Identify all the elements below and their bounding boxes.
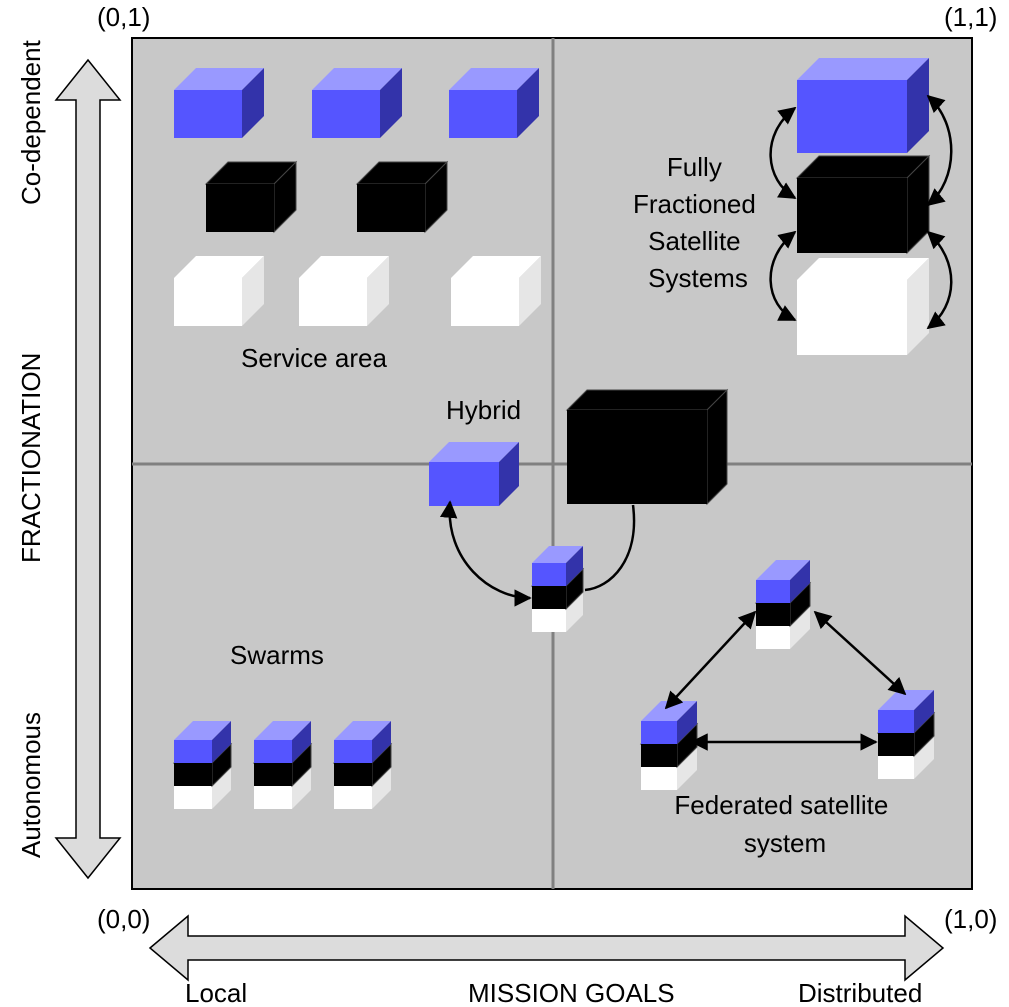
x-axis-double-arrow xyxy=(148,914,945,982)
swarm-satellite-1 xyxy=(172,721,233,809)
federated-satellite-top xyxy=(754,560,812,649)
swarms-label: Swarms xyxy=(230,640,324,670)
fully-fractioned-label: Fully Fractioned Satellite Systems xyxy=(633,152,763,293)
fractioned-arrow-right-lower xyxy=(926,230,953,330)
y-axis-top-label: Co-dependent xyxy=(16,39,46,205)
hybrid-stack-blue-layer xyxy=(532,546,583,586)
corner-label-top-right: (1,1) xyxy=(944,2,997,32)
service-block-blue-1 xyxy=(174,68,264,138)
service-area-label: Service area xyxy=(241,343,387,373)
federated-line-1: Federated satellite xyxy=(674,790,888,820)
service-block-black-1 xyxy=(204,160,298,234)
fractioned-block-white xyxy=(797,258,929,355)
corner-label-bottom-left: (0,0) xyxy=(97,904,150,934)
fractioned-block-black xyxy=(795,154,931,255)
federated-label: Federated satellite system xyxy=(674,790,895,858)
service-block-blue-2 xyxy=(312,68,402,138)
fractioned-arrow-left-lower xyxy=(769,230,797,322)
hybrid-arrow-blue-to-stack xyxy=(439,500,532,607)
fully-fractioned-line-2: Fractioned xyxy=(633,189,756,219)
federated-satellite-left xyxy=(639,701,699,790)
y-axis-title: FRACTIONATION xyxy=(16,353,46,563)
swarm-satellite-2 xyxy=(252,721,313,809)
service-block-white-3 xyxy=(451,256,541,326)
federated-arrow-top-left xyxy=(664,610,757,710)
hybrid-block-blue xyxy=(429,442,519,506)
fully-fractioned-line-3: Satellite xyxy=(648,226,741,256)
fully-fractioned-line-4: Systems xyxy=(648,263,748,293)
hybrid-label: Hybrid xyxy=(446,395,521,425)
y-axis-bottom-label: Autonomous xyxy=(16,712,46,858)
swarm-satellite-1-blue-layer xyxy=(174,721,231,763)
fractioned-block-blue xyxy=(797,58,929,153)
corner-label-top-left: (0,1) xyxy=(97,2,150,32)
hybrid-line-black-to-stack xyxy=(584,504,636,592)
federated-arrow-top-right xyxy=(813,610,907,696)
service-block-blue-3 xyxy=(449,68,539,138)
y-axis-double-arrow xyxy=(54,58,122,880)
federated-satellite-top-blue-layer xyxy=(756,560,810,603)
x-axis-title: MISSION GOALS xyxy=(468,978,675,1007)
federated-line-2: system xyxy=(744,828,826,858)
federated-satellite-right xyxy=(876,690,936,779)
hybrid-block-black xyxy=(565,388,729,506)
swarm-satellite-3 xyxy=(332,721,393,809)
x-axis-left-label: Local xyxy=(185,978,247,1007)
hybrid-stack xyxy=(530,546,585,632)
connector-arrows xyxy=(439,94,953,751)
x-axis-right-label: Distributed xyxy=(798,978,922,1007)
fully-fractioned-line-1: Fully xyxy=(667,152,722,182)
fractioned-arrow-right-upper xyxy=(926,94,953,207)
service-block-white-1 xyxy=(174,256,264,326)
service-block-white-2 xyxy=(299,256,389,326)
swarm-satellite-3-blue-layer xyxy=(334,721,391,763)
federated-satellite-right-blue-layer xyxy=(878,690,934,733)
fractioned-arrow-left-upper xyxy=(769,106,797,200)
corner-label-bottom-right: (1,0) xyxy=(944,904,997,934)
service-block-black-2 xyxy=(355,160,449,234)
swarm-satellite-2-blue-layer xyxy=(254,721,311,763)
